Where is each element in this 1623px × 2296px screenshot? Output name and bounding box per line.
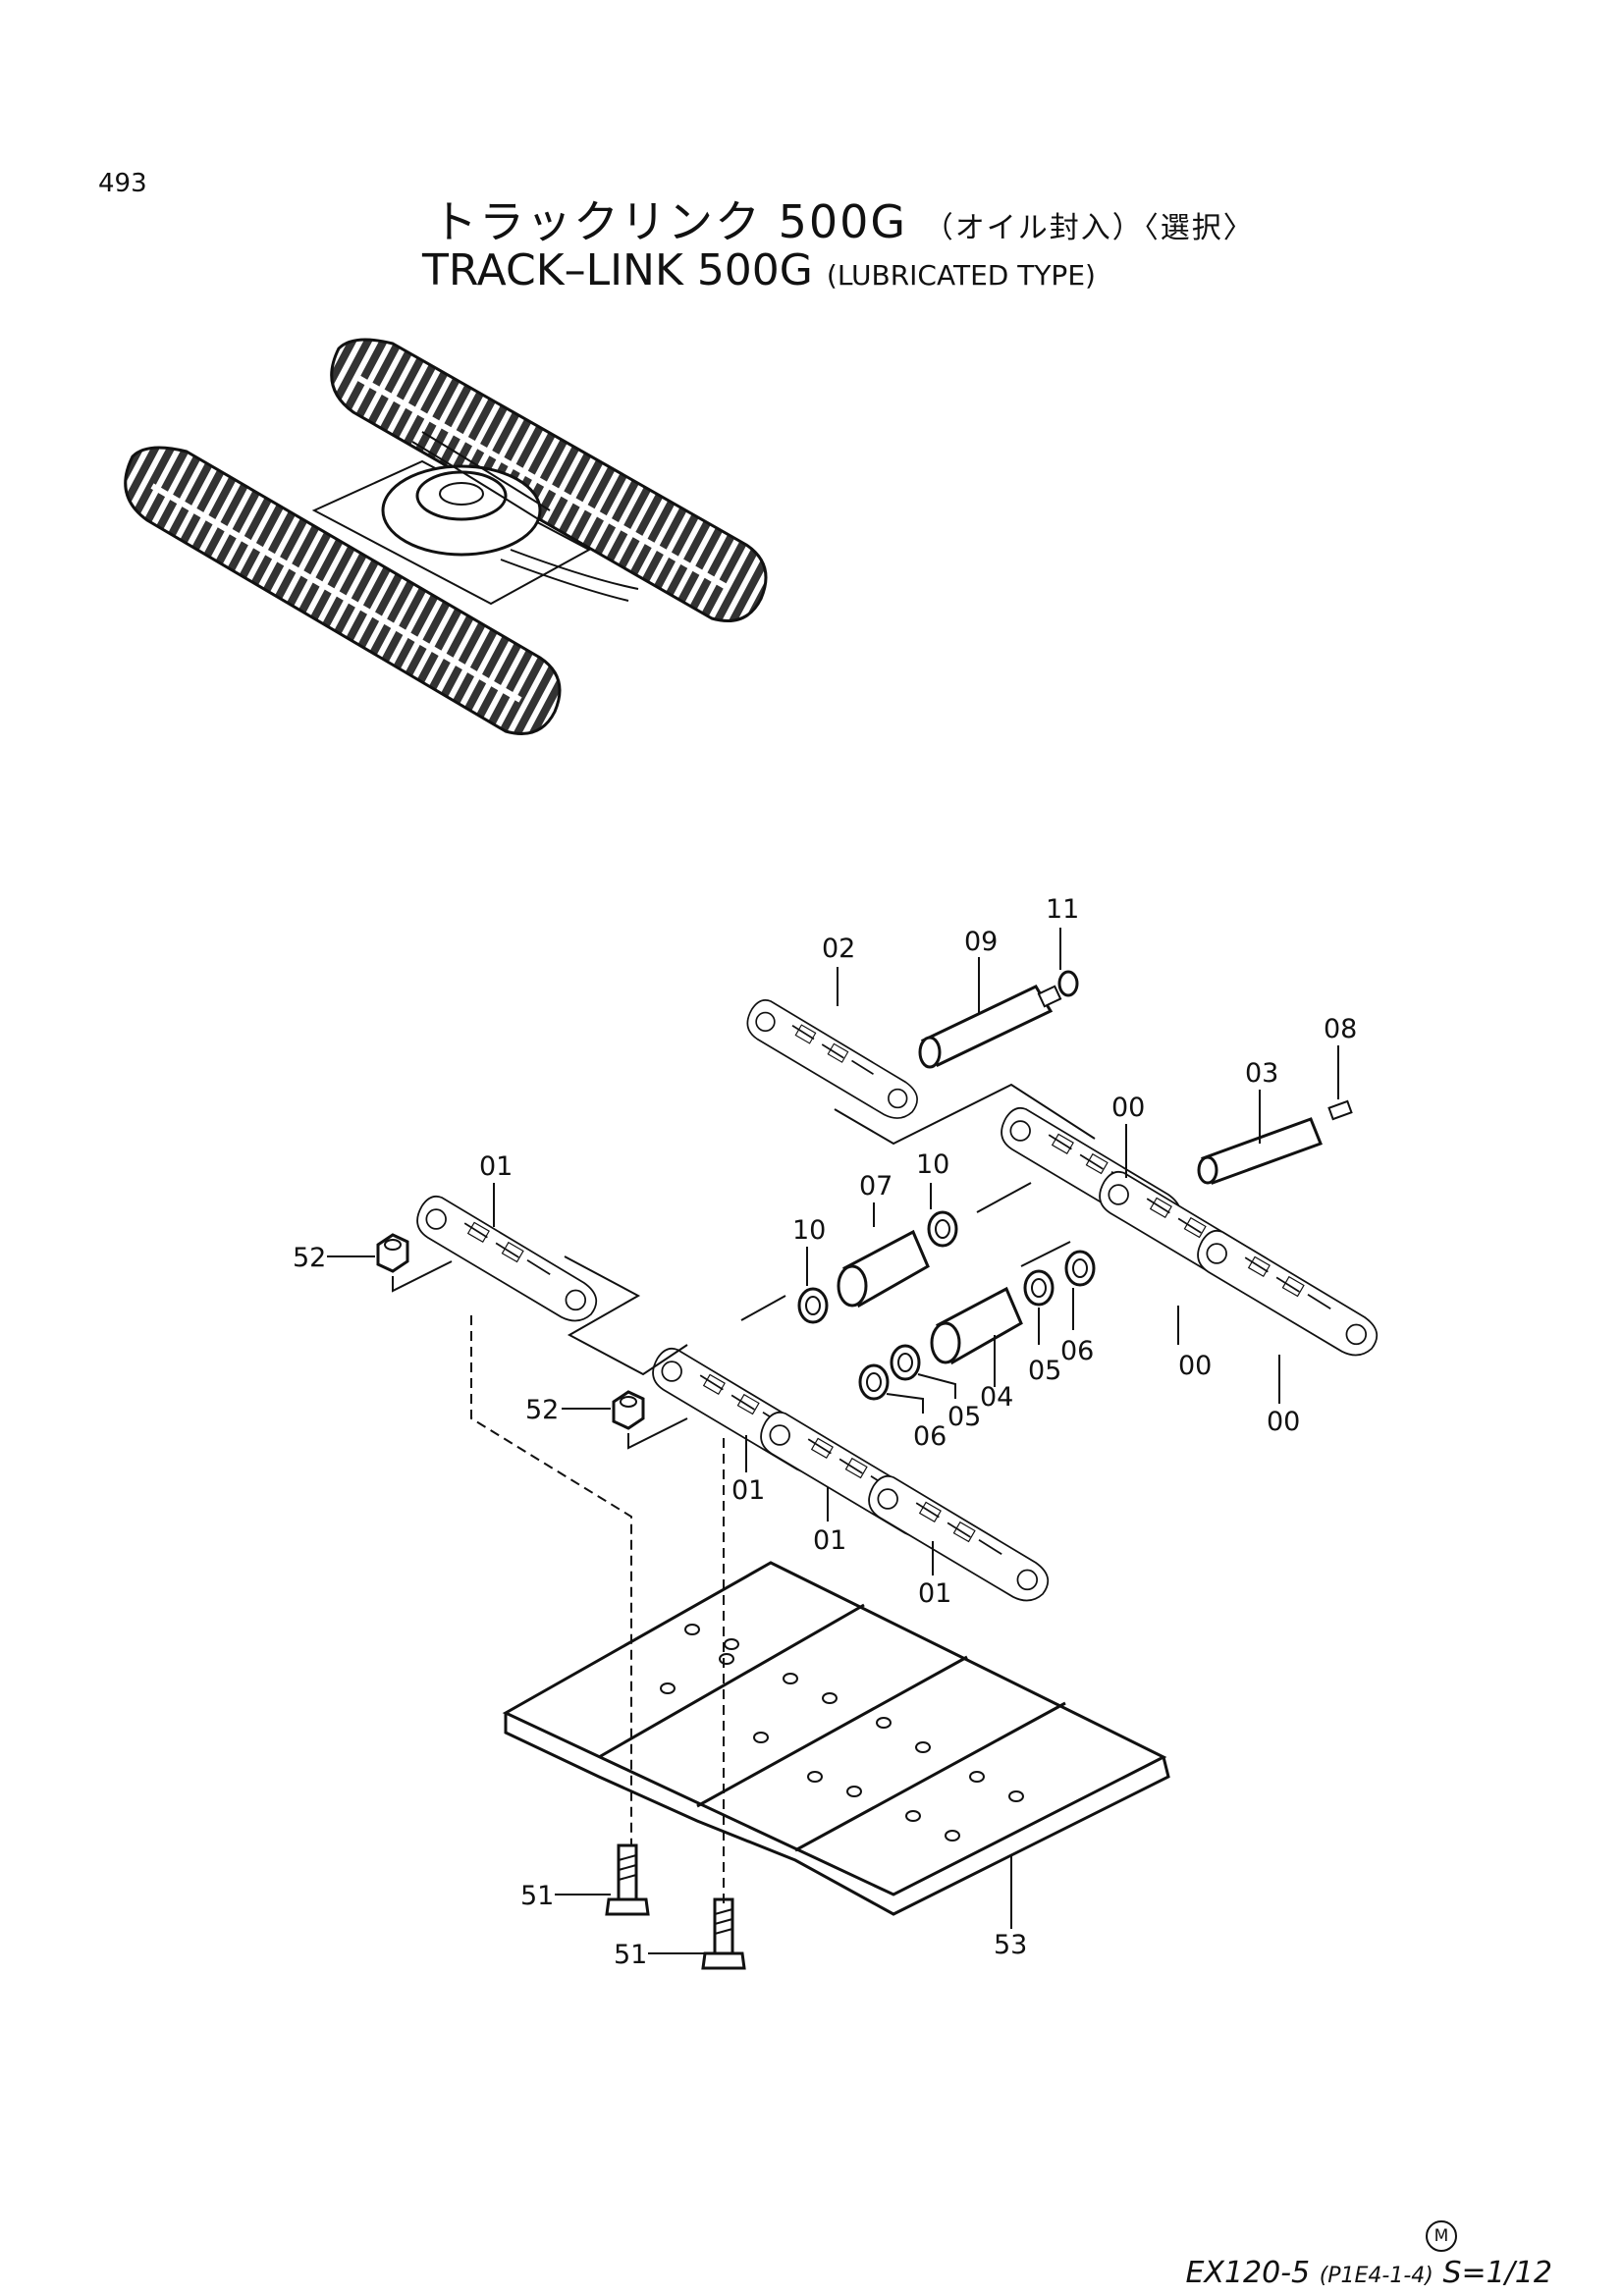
callout-05-b: 05 — [947, 1402, 981, 1432]
title-english: TRACK–LINK 500G (LUBRICATED TYPE) — [422, 245, 1096, 295]
callout-00-c: 00 — [1267, 1407, 1300, 1437]
footer-code: (P1E4-1-4) — [1319, 2264, 1434, 2288]
seal-10-upper — [927, 1210, 958, 1248]
bushing-04 — [930, 1286, 1023, 1365]
callout-51-a: 51 — [520, 1881, 554, 1911]
title-japanese-note: （オイル封入）〈選択〉 — [923, 211, 1255, 245]
title-english-note: (LUBRICATED TYPE) — [826, 259, 1096, 292]
callout-labels: 11 02 09 08 03 00 01 10 07 10 52 05 06 0… — [293, 894, 1357, 1970]
footer: EX120-5 (P1E4-1-4) S=1/12 — [1185, 2256, 1552, 2290]
link-00-c — [1197, 1229, 1379, 1357]
callout-03: 03 — [1245, 1058, 1278, 1089]
bolt-51-lower — [701, 1897, 746, 1970]
title-japanese-main: トラックリンク 500G — [432, 195, 908, 248]
callout-07: 07 — [859, 1171, 893, 1201]
callout-01-d: 01 — [918, 1578, 951, 1609]
page-number: 493 — [98, 169, 147, 198]
callout-52-a: 52 — [293, 1243, 326, 1273]
callout-00-a: 00 — [1111, 1093, 1145, 1123]
bolt-51-upper — [605, 1843, 650, 1916]
plug-08 — [1327, 1099, 1353, 1121]
callout-08: 08 — [1324, 1014, 1357, 1044]
nut-52-lower — [612, 1390, 645, 1430]
link-01-d — [868, 1474, 1050, 1602]
callout-52-b: 52 — [525, 1395, 559, 1425]
nut-52-upper — [376, 1233, 409, 1273]
assembly-lines — [392, 1083, 1096, 1904]
link-02 — [746, 999, 918, 1119]
callout-11: 11 — [1046, 894, 1079, 925]
callout-04: 04 — [980, 1382, 1013, 1413]
callout-53: 53 — [994, 1930, 1027, 1960]
callout-01-c: 01 — [813, 1525, 846, 1556]
snap-ring-11 — [1057, 970, 1079, 997]
footer-scale: S=1/12 — [1442, 2256, 1552, 2290]
bushing-07 — [837, 1229, 930, 1308]
callout-06-b: 06 — [913, 1421, 947, 1452]
seal-10-lower — [797, 1287, 829, 1324]
title-japanese: トラックリンク 500G （オイル封入）〈選択〉 — [432, 187, 1255, 251]
callout-00-b: 00 — [1178, 1351, 1212, 1381]
footer-model: EX120-5 — [1185, 2256, 1311, 2290]
callout-51-b: 51 — [614, 1940, 647, 1970]
callout-10-a: 10 — [916, 1149, 949, 1180]
shoe-53 — [502, 1561, 1170, 1916]
seal-05-right — [1023, 1269, 1055, 1307]
leader-lines — [327, 928, 1339, 1954]
seal-05-left — [890, 1344, 921, 1381]
callout-05-a: 05 — [1028, 1356, 1061, 1386]
callout-06-a: 06 — [1060, 1336, 1094, 1366]
pin-03 — [1197, 1117, 1323, 1185]
marker-symbol: M — [1426, 2220, 1457, 2252]
undercarriage-overview — [124, 338, 768, 735]
callout-09: 09 — [964, 927, 998, 957]
pin-09 — [918, 985, 1062, 1069]
callout-02: 02 — [822, 934, 855, 964]
seal-06-left — [858, 1363, 890, 1401]
seal-06-right — [1064, 1250, 1096, 1287]
callout-01-b: 01 — [731, 1475, 765, 1506]
callout-10-b: 10 — [792, 1215, 826, 1246]
callout-01-a: 01 — [479, 1151, 513, 1182]
title-english-main: TRACK–LINK 500G — [422, 245, 813, 295]
